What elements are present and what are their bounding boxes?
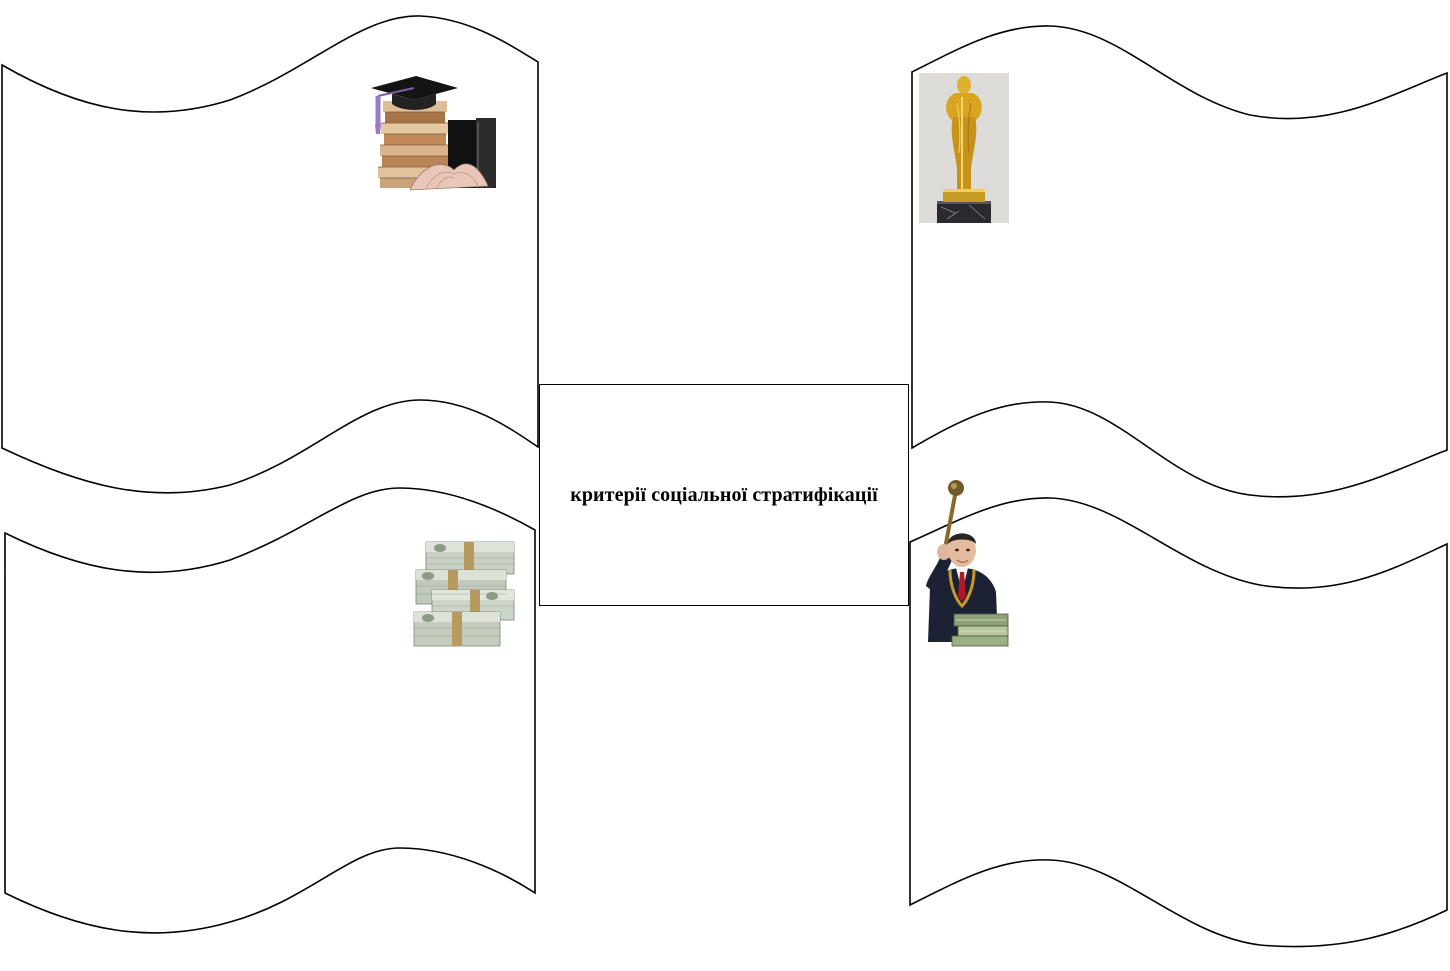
graduation-cap-books-icon xyxy=(371,76,496,191)
banner-prestige xyxy=(911,25,1448,498)
center-title: критерії соціальної стратифікації xyxy=(570,483,878,506)
center-box: критерії соціальної стратифікації xyxy=(539,384,909,606)
trophy-statuette-icon xyxy=(919,73,1009,223)
banner-power xyxy=(909,497,1448,948)
banner-income xyxy=(4,487,536,934)
politician-with-mace-icon xyxy=(926,480,1009,647)
money-stacks-icon xyxy=(413,541,515,647)
